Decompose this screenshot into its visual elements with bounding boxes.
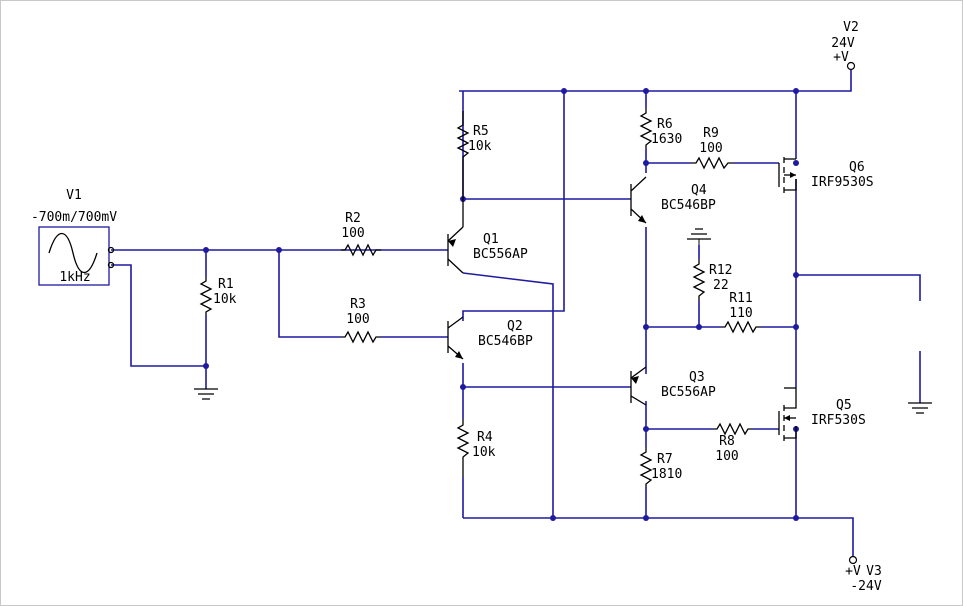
resistor-r11[interactable]: R11 110	[721, 291, 761, 334]
r2-name: R2	[345, 211, 361, 226]
r6-name: R6	[657, 117, 673, 132]
r6-value: 1630	[651, 132, 682, 147]
resistor-r12[interactable]: R12 22	[692, 259, 732, 301]
v1-value: -700m/700mV	[31, 210, 117, 225]
q2-name: Q2	[507, 319, 523, 334]
transistor-q3[interactable]: Q3 BC556AP	[630, 366, 716, 406]
source-v3[interactable]: +V V3 -24V	[845, 555, 882, 595]
transistor-q2[interactable]: Q2 BC546BP	[447, 316, 533, 360]
resistor-r4[interactable]: R4 10k	[456, 419, 496, 477]
resistor-r9[interactable]: R9 100	[691, 126, 734, 170]
r1-name: R1	[218, 277, 234, 292]
q1-name: Q1	[483, 232, 499, 247]
resistor-r8[interactable]: R8 100	[713, 422, 753, 464]
resistor-r2[interactable]: R2 100	[341, 211, 381, 257]
q1-part: BC556AP	[473, 247, 528, 262]
q5-part: IRF530S	[811, 413, 866, 428]
r7-value: 1810	[651, 467, 682, 482]
ground-symbol-input	[194, 388, 218, 400]
r8-name: R8	[719, 434, 735, 449]
r8-value: 100	[715, 449, 738, 464]
q4-name: Q4	[691, 183, 707, 198]
q2-part: BC546BP	[478, 334, 533, 349]
r12-value: 22	[713, 278, 729, 293]
v3-value: -24V	[850, 579, 881, 594]
r4-name: R4	[477, 430, 493, 445]
resistor-r5[interactable]: R5 10k	[456, 111, 492, 199]
q6-part: IRF9530S	[811, 175, 874, 190]
v2-value: 24V	[831, 36, 855, 51]
v2-name: V2	[843, 20, 859, 35]
source-v1[interactable]: V1 -700m/700mV 1kHz	[31, 188, 117, 286]
r7-name: R7	[657, 452, 673, 467]
v1-frequency: 1kHz	[59, 270, 90, 285]
v2-terminal: +V	[833, 50, 849, 65]
resistor-r6[interactable]: R6 1630	[639, 108, 682, 149]
r12-name: R12	[709, 263, 732, 278]
source-v2[interactable]: V2 24V +V	[831, 20, 859, 71]
ground-symbol-r12	[687, 228, 711, 245]
r2-value: 100	[341, 226, 364, 241]
mosfet-q6[interactable]: Q6 IRF9530S	[778, 157, 874, 193]
r9-name: R9	[703, 126, 719, 141]
resistor-r1[interactable]: R1 10k	[199, 277, 237, 315]
q3-part: BC556AP	[661, 385, 716, 400]
q4-part: BC546BP	[661, 198, 716, 213]
transistor-q1[interactable]: Q1 BC556AP	[447, 199, 528, 274]
v3-terminal: +V	[845, 564, 861, 579]
r3-name: R3	[350, 297, 366, 312]
r11-value: 110	[729, 306, 752, 321]
r11-name: R11	[729, 291, 752, 306]
q5-name: Q5	[836, 398, 852, 413]
wires	[111, 69, 921, 557]
r5-name: R5	[473, 124, 489, 139]
q3-name: Q3	[689, 370, 705, 385]
r3-value: 100	[346, 312, 369, 327]
ground-symbol-output	[908, 402, 932, 414]
mosfet-q5[interactable]: Q5 IRF530S	[778, 387, 866, 441]
v3-name: V3	[866, 564, 882, 579]
q6-name: Q6	[849, 160, 865, 175]
r4-value: 10k	[472, 445, 496, 460]
r1-value: 10k	[213, 292, 237, 307]
transistor-q4[interactable]: Q4 BC546BP	[630, 176, 716, 224]
v1-name: V1	[66, 188, 82, 203]
resistor-r7[interactable]: R7 1810	[639, 447, 682, 487]
resistor-r3[interactable]: R3 100	[341, 297, 381, 344]
r5-value: 10k	[468, 139, 492, 154]
r9-value: 100	[699, 141, 722, 156]
